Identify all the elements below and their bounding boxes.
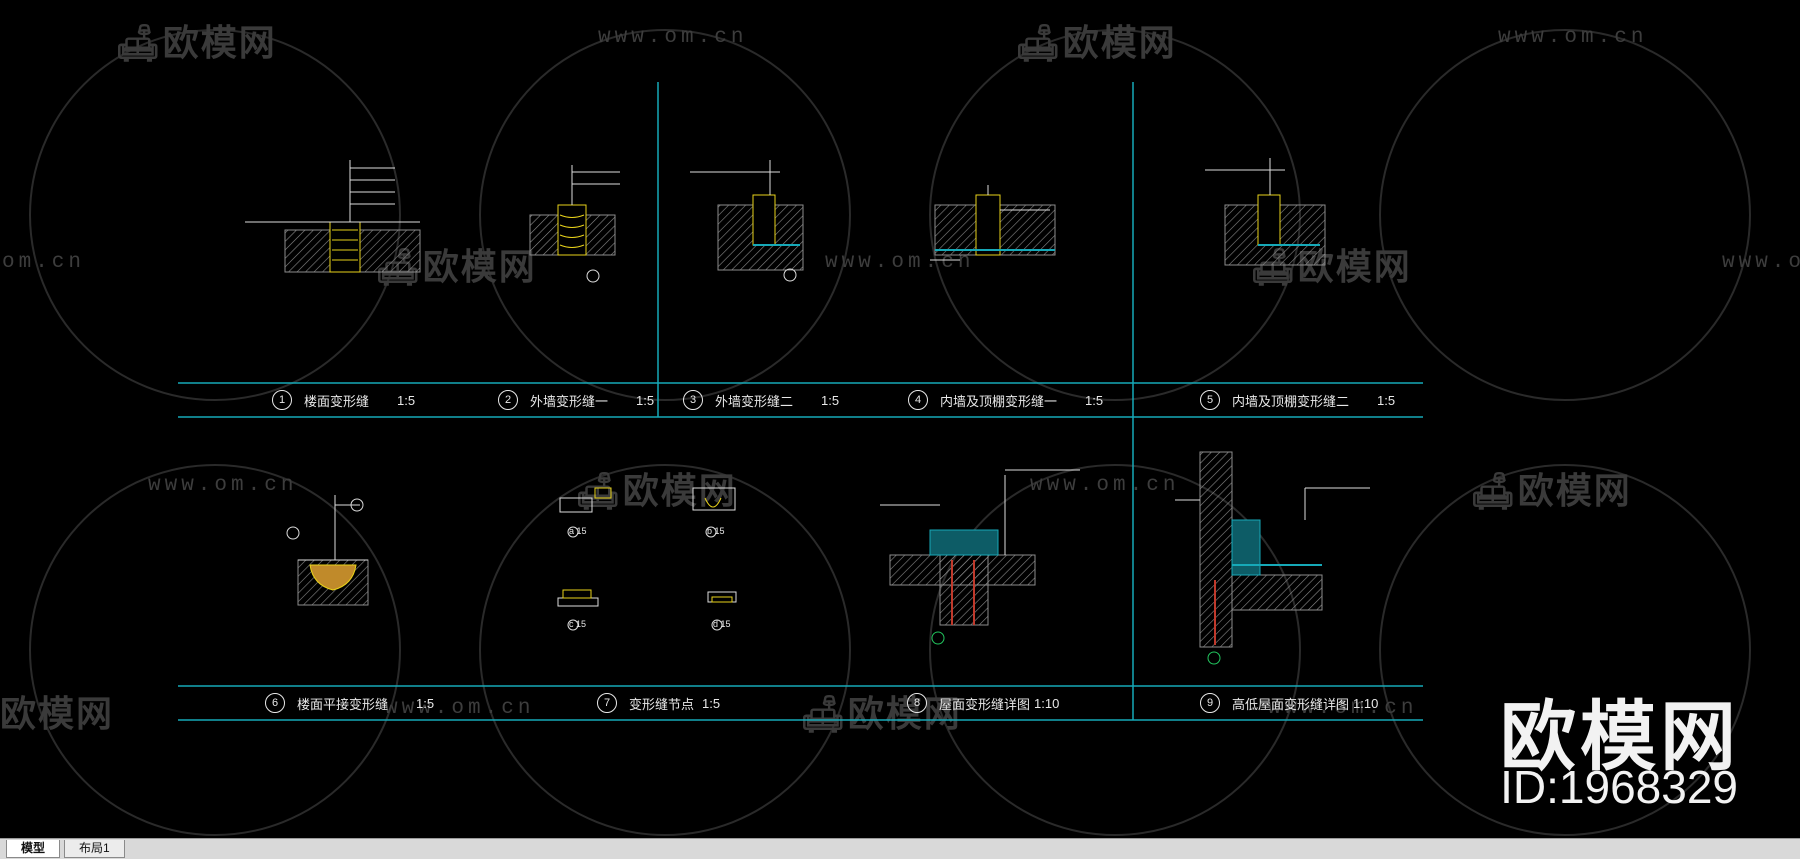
detail-title-9: 9 高低屋面变形缝详图 1:10 xyxy=(1200,690,1378,716)
detail-title-7: 7 变形缝节点 1:5 xyxy=(597,690,720,716)
detail-number: 6 xyxy=(265,693,285,713)
node-tag-b: b 15 xyxy=(707,526,725,536)
detail-number: 3 xyxy=(683,390,703,410)
detail-scale: 1:5 xyxy=(821,392,840,408)
detail-number: 2 xyxy=(498,390,518,410)
detail-name: 楼面变形缝 xyxy=(304,393,370,409)
detail-1-drawing xyxy=(245,160,421,273)
detail-number: 8 xyxy=(907,693,927,713)
detail-number: 7 xyxy=(597,693,617,713)
sofa-logo-icon: 🛋 xyxy=(1470,471,1518,512)
node-tag-a: a 15 xyxy=(569,526,587,536)
sofa-logo-icon: 🛋 xyxy=(800,694,848,735)
tab-layout1[interactable]: 布局1 xyxy=(64,840,125,858)
watermark-brand: 🛋欧模网 xyxy=(115,23,277,64)
detail-2-drawing xyxy=(529,165,620,283)
watermark-brand: 🛋欧模网 xyxy=(800,694,962,735)
watermark-big-brand: 欧模网 xyxy=(1500,692,1740,781)
detail-7-drawing xyxy=(557,487,737,631)
detail-scale: 1:5 xyxy=(702,695,721,711)
sofa-logo-icon: 🛋 xyxy=(1015,23,1063,64)
detail-name: 变形缝节点 xyxy=(629,696,695,712)
detail-9-drawing xyxy=(1175,451,1370,665)
watermark-url: www.om.cn xyxy=(1030,474,1180,497)
detail-title-8: 8 屋面变形缝详图 1:10 xyxy=(907,690,1059,716)
node-tag-d: d 15 xyxy=(713,619,731,629)
detail-name: 内墙及顶棚变形缝一 xyxy=(940,393,1058,409)
node-tag-c: c 15 xyxy=(569,619,587,629)
watermark-url: www.om.cn xyxy=(385,697,535,720)
watermark-id: ID:1968329 xyxy=(1500,761,1738,813)
detail-scale: 1:5 xyxy=(416,695,435,711)
detail-8-drawing xyxy=(880,469,1080,645)
watermark-url: om.cn xyxy=(2,251,86,274)
watermark-brand: 🛋欧模网 xyxy=(1015,23,1177,64)
detail-3-drawing xyxy=(690,160,804,282)
detail-name: 高低屋面变形缝详图 xyxy=(1232,696,1350,712)
detail-scale: 1:5 xyxy=(397,392,416,408)
detail-6-drawing xyxy=(286,495,369,606)
sofa-logo-icon: 🛋 xyxy=(115,23,163,64)
layout-tab-bar: 模型 布局1 xyxy=(0,838,1800,859)
detail-scale: 1:5 xyxy=(1377,392,1396,408)
detail-name: 楼面平接变形缝 xyxy=(297,696,389,712)
watermark-url: www.om.cn xyxy=(1722,251,1800,274)
detail-number: 4 xyxy=(908,390,928,410)
watermark-url: www.om.cn xyxy=(148,474,298,497)
detail-title-4: 4 内墙及顶棚变形缝一 1:5 xyxy=(908,387,1103,413)
detail-title-1: 1 楼面变形缝 1:5 xyxy=(272,387,415,413)
detail-scale: 1:10 xyxy=(1034,695,1060,711)
detail-name: 内墙及顶棚变形缝二 xyxy=(1232,393,1350,409)
watermark-brand: 欧模网 xyxy=(0,694,115,735)
detail-number: 5 xyxy=(1200,390,1220,410)
tab-model[interactable]: 模型 xyxy=(6,840,61,858)
drawing-frames xyxy=(178,82,1423,721)
detail-5-drawing xyxy=(1205,158,1326,266)
watermark-url: www.om.cn xyxy=(825,251,975,274)
detail-title-5: 5 内墙及顶棚变形缝二 1:5 xyxy=(1200,387,1395,413)
cad-model-space[interactable]: 🛋欧模网 www.om.cn 🛋欧模网 www.om.cn om.cn 🛋欧模网… xyxy=(0,0,1800,838)
detail-number: 1 xyxy=(272,390,292,410)
detail-title-2: 2 外墙变形缝一 1:5 xyxy=(498,387,654,413)
watermark-url: www.om.cn xyxy=(1268,697,1418,720)
detail-scale: 1:5 xyxy=(1085,392,1104,408)
sofa-logo-icon: 🛋 xyxy=(575,471,623,512)
detail-name: 外墙变形缝一 xyxy=(530,393,609,409)
detail-drawings xyxy=(245,158,1370,665)
detail-name: 屋面变形缝详图 xyxy=(939,696,1031,712)
detail-4-drawing xyxy=(930,185,1056,261)
detail-number: 9 xyxy=(1200,693,1220,713)
detail-scale: 1:5 xyxy=(636,392,655,408)
watermark-brand: 🛋欧模网 xyxy=(1470,471,1632,512)
detail-title-6: 6 楼面平接变形缝 1:5 xyxy=(265,690,434,716)
detail-title-3: 3 外墙变形缝二 1:5 xyxy=(683,387,839,413)
detail-scale: 1:10 xyxy=(1353,695,1379,711)
watermark-circles xyxy=(29,29,1751,836)
watermark-url: www.om.cn xyxy=(1498,26,1648,49)
detail-name: 外墙变形缝二 xyxy=(715,393,794,409)
watermark-url: www.om.cn xyxy=(598,26,748,49)
